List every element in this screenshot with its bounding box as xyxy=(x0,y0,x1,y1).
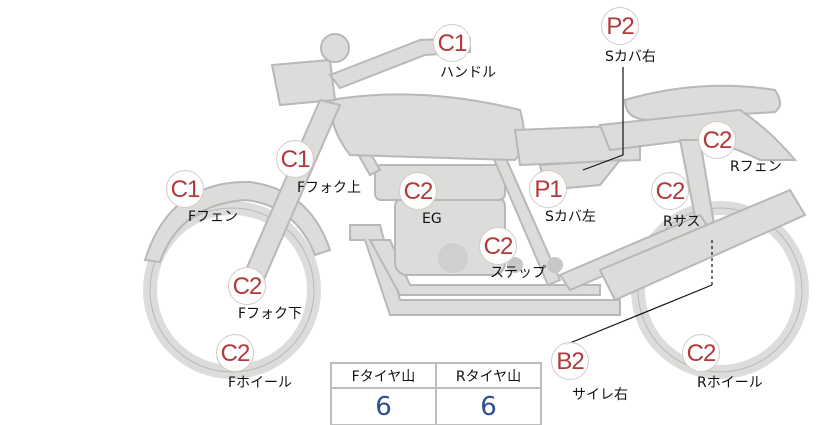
label-front-wheel: Fホイール xyxy=(228,375,293,391)
grade-badge-front-wheel: C2 xyxy=(216,334,254,372)
label-fork-upper: Fフォク上 xyxy=(297,180,362,196)
grade-badge-rear-suspension: C2 xyxy=(651,172,689,210)
grade-badge-rear-fender: C2 xyxy=(698,121,736,159)
rear-tire-value: 6 xyxy=(435,387,542,425)
front-tire-value: 6 xyxy=(330,387,437,425)
label-front-fender: Fフェン xyxy=(188,209,239,225)
label-step: ステップ xyxy=(490,265,546,281)
label-rear-suspension: Rサス xyxy=(663,214,701,230)
label-rear-wheel: Rホイール xyxy=(697,375,763,391)
rear-tire-header: Rタイヤ山 xyxy=(435,362,542,389)
front-tire-header: Fタイヤ山 xyxy=(330,362,437,389)
grade-badge-muffler-right: B2 xyxy=(551,342,589,380)
grade-badge-side-cover-left: P1 xyxy=(529,170,567,208)
label-side-cover-left: Sカバ左 xyxy=(545,209,596,225)
label-fork-lower: Fフォク下 xyxy=(238,306,303,322)
label-engine: EG xyxy=(422,211,442,227)
label-muffler-right: サイレ右 xyxy=(572,387,628,403)
grade-badge-front-fender: C1 xyxy=(166,170,204,208)
leader-line-r-suspension xyxy=(564,284,713,346)
grade-badge-rear-wheel: C2 xyxy=(682,334,720,372)
label-handle: ハンドル xyxy=(440,65,496,81)
grade-badge-side-cover-right: P2 xyxy=(601,7,639,45)
grade-badge-engine: C2 xyxy=(399,172,437,210)
grade-badge-fork-upper: C1 xyxy=(276,140,314,178)
grade-badge-handle: C1 xyxy=(433,24,471,62)
label-side-cover-right: Sカバ右 xyxy=(605,49,656,65)
label-rear-fender: Rフェン xyxy=(730,159,782,175)
leader-line-s-cover-right xyxy=(582,67,624,171)
grade-badge-fork-lower: C2 xyxy=(228,267,266,305)
grade-badge-step: C2 xyxy=(479,227,517,265)
tire-tread-table: Fタイヤ山 Rタイヤ山 6 6 xyxy=(330,362,542,425)
